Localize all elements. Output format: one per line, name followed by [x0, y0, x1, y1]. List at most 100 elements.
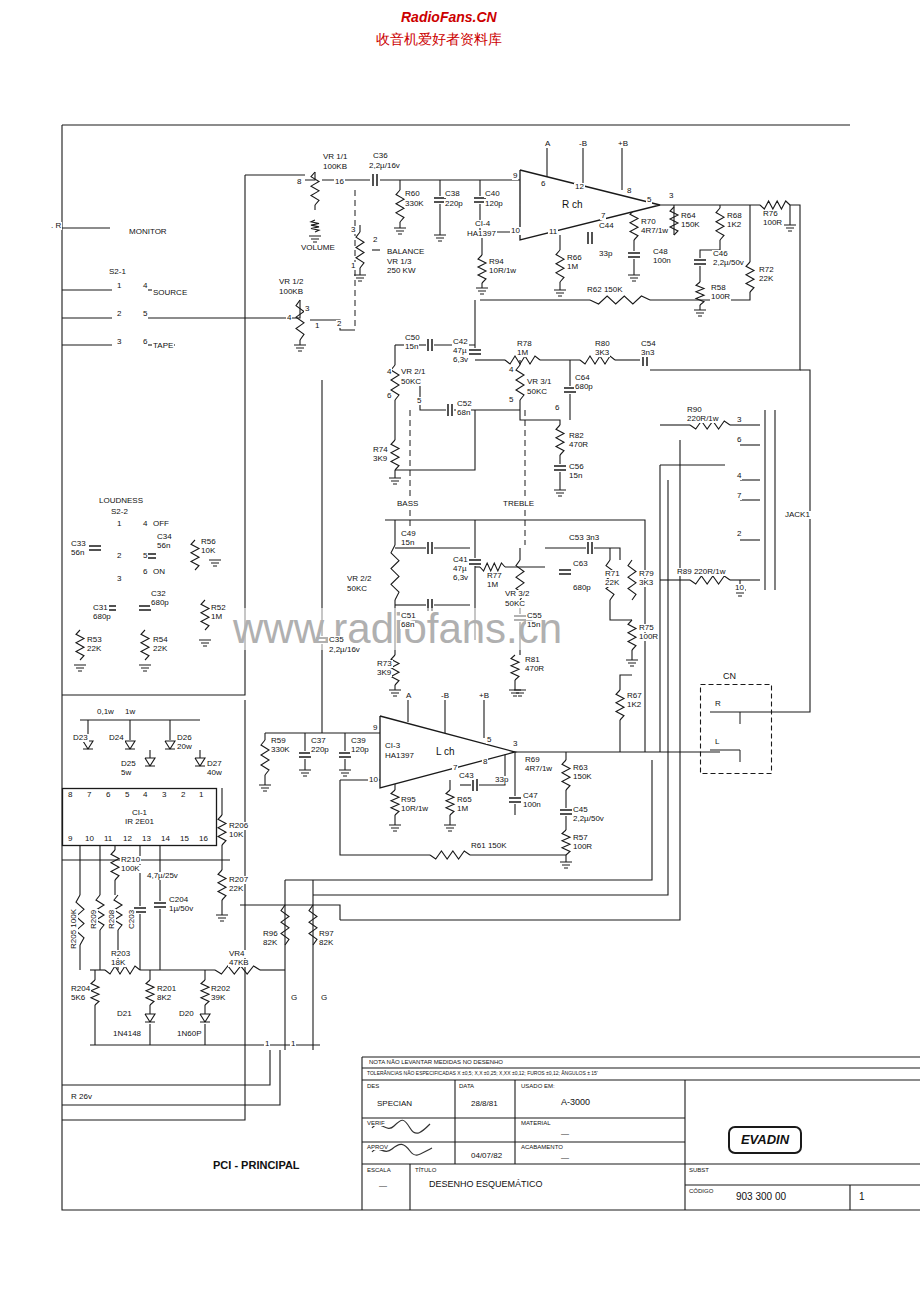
schematic-label: 6: [736, 436, 742, 444]
wire: [94, 970, 95, 980]
wire: [221, 788, 222, 815]
schematic-label: 3: [668, 192, 674, 200]
wire: [362, 1141, 685, 1142]
schematic-label: A-3000: [560, 1098, 591, 1107]
wire: [619, 720, 620, 752]
schematic-label: 5: [124, 791, 130, 799]
schematic-label: 22K: [758, 275, 774, 283]
schematic-label: 220p: [444, 200, 464, 208]
schematic-label: D20: [178, 1010, 195, 1018]
capacitor-symbol: [469, 560, 481, 564]
schematic-label: S2-1: [108, 268, 127, 276]
schematic-label: 82K: [318, 939, 334, 947]
resistor-symbol: [311, 172, 319, 205]
wire: [565, 790, 566, 808]
schematic-label: C204: [168, 896, 189, 904]
wire: [99, 846, 100, 895]
schematic-label: SOURCE: [152, 289, 188, 297]
schematic-label: 2: [180, 791, 186, 799]
schematic-label: R76: [762, 210, 779, 218]
resistor-symbol: [760, 201, 790, 209]
schematic-label: . R: [50, 222, 62, 230]
connector-outline: [701, 685, 772, 774]
wire: [615, 359, 640, 360]
schematic-label: C51: [400, 612, 417, 620]
schematic-label: R 26v: [70, 1093, 93, 1101]
schematic-label: C32: [150, 590, 167, 598]
resistor-symbol: [628, 620, 636, 650]
schematic-label: 4: [142, 520, 148, 528]
resistor-symbol: [616, 690, 624, 720]
schematic-label: TOLERÂNCIAS NÃO ESPECIFICADAS X ±0,5; X,…: [366, 1071, 599, 1076]
schematic-label: 2: [116, 310, 122, 318]
schematic-label: G: [290, 994, 298, 1002]
wire: [90, 1044, 320, 1045]
schematic-label: R208: [108, 909, 116, 930]
wire: [299, 340, 300, 345]
wire: [340, 440, 680, 920]
schematic-label: 1: [314, 322, 320, 330]
schematic-label: BALANCE: [386, 248, 425, 256]
schematic-label: C53 3n3: [568, 534, 600, 542]
wire: [62, 317, 112, 318]
schematic-label: 22K: [604, 579, 620, 587]
wire: [470, 854, 566, 855]
schematic-label: 4: [736, 472, 742, 480]
wire: [314, 205, 315, 210]
wire: [140, 969, 215, 970]
wire: [94, 1005, 95, 1045]
schematic-label: R209: [90, 909, 98, 930]
schematic-label: 10R/1w: [400, 805, 429, 813]
wire: [439, 204, 440, 235]
wire: [204, 1005, 205, 1014]
schematic-label: 100R: [572, 843, 593, 851]
wire: [480, 299, 590, 300]
ground-symbol: [299, 770, 311, 776]
schematic-label: R60: [404, 190, 421, 198]
schematic-label: SPECIAN: [376, 1100, 413, 1108]
schematic-label: R94: [488, 258, 505, 266]
wire: [362, 1163, 920, 1164]
wire: [621, 148, 622, 190]
wire: [594, 548, 620, 560]
wire: [546, 148, 547, 178]
node-text-holder: CN: [700, 684, 772, 774]
resistor-symbol: [478, 255, 486, 283]
schematic-label: USADO EM:: [520, 1083, 556, 1089]
wire: [684, 1080, 685, 1210]
schematic-label: VR 2/2: [346, 575, 372, 583]
capacitor-symbol: [89, 546, 101, 550]
schematic-label: 10: [734, 584, 745, 592]
resistor-symbol: [590, 296, 650, 304]
schematic-label: OFF: [152, 520, 170, 528]
resistor-symbol: [396, 190, 404, 222]
wire: [559, 282, 560, 290]
schematic-label: BASS: [396, 500, 419, 508]
schematic-label: 10K: [228, 831, 244, 839]
schematic-label: 120p: [484, 200, 504, 208]
schematic-label: 3: [512, 740, 518, 748]
schematic-label: 3K9: [376, 669, 392, 677]
schematic-label: C44: [598, 222, 615, 230]
wire: [565, 816, 566, 830]
ground-symbol: [139, 665, 151, 671]
wire: [79, 846, 80, 895]
schematic-label: DATA: [458, 1083, 475, 1089]
schematic-label: +B: [478, 692, 490, 700]
schematic-label: 5: [646, 196, 652, 204]
wire: [475, 566, 480, 567]
schematic-label: VR 1/3: [386, 258, 412, 266]
schematic-label: C46: [712, 250, 729, 258]
schematic-label: 1M: [456, 805, 469, 813]
wire: [99, 930, 100, 970]
wire: [62, 344, 112, 345]
schematic-label: APROV: [366, 1144, 389, 1150]
schematic-label: 680p: [150, 599, 170, 607]
wire: [304, 759, 305, 770]
node-label: CI-1: [132, 808, 147, 817]
schematic-label: -B: [440, 692, 450, 700]
ground-symbol: [259, 785, 271, 791]
schematic-label: LOUDNESS: [98, 497, 144, 505]
wire: [545, 547, 586, 548]
